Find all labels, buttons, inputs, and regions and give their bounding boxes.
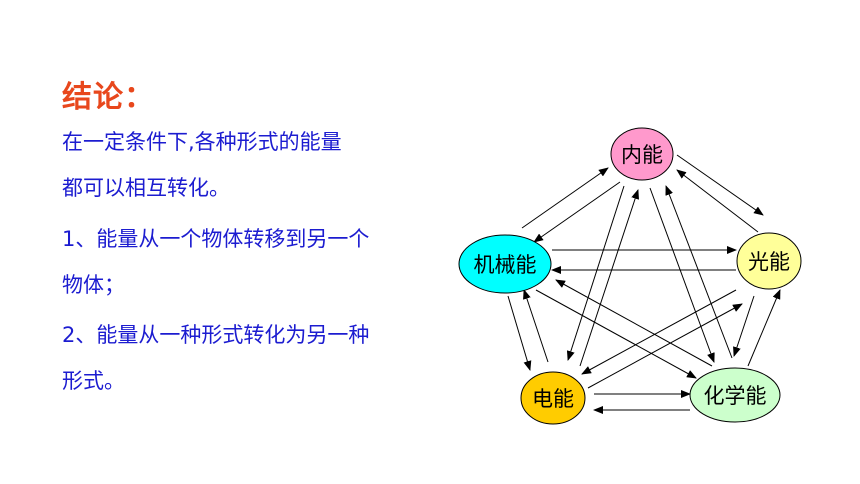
node-electric: 电能: [520, 371, 586, 425]
arrow-light-to-internal: [676, 169, 759, 233]
paragraph-line-6: 形式。: [62, 369, 125, 393]
paragraph-line-1: 在一定条件下,各种形式的能量: [62, 130, 342, 154]
arrow-chemical-to-internal: [665, 185, 733, 359]
node-electric-shape: [520, 371, 586, 425]
paragraph-line-3: 1、能量从一个物体转移到另一个: [62, 227, 370, 251]
node-mechanical: 机械能: [458, 234, 552, 294]
arrow-mechanical-to-internal: [521, 167, 609, 229]
conclusion-heading: 结论：: [62, 80, 155, 115]
arrow-chemical-to-mechanical: [555, 279, 713, 367]
arrow-mechanical-to-electric: [507, 295, 532, 371]
paragraph-line-5: 2、能量从一种形式转化为另一种: [62, 323, 370, 347]
node-internal-label: 内能: [621, 143, 663, 167]
arrow-electric-to-mechanical: [523, 289, 549, 363]
node-light-label: 光能: [748, 250, 790, 274]
arrow-internal-to-chemical: [649, 187, 715, 363]
node-chemical-label: 化学能: [704, 384, 767, 408]
node-light-shape: [736, 232, 802, 290]
arrow-internal-to-mechanical: [533, 181, 621, 243]
node-mechanical-shape: [458, 234, 552, 294]
node-light: 光能: [736, 232, 802, 290]
arrow-electric-to-light: [587, 303, 743, 389]
node-electric-label: 电能: [532, 387, 574, 411]
conversion-arrows: [507, 154, 781, 414]
node-internal-shape: [610, 127, 674, 181]
node-chemical-shape: [689, 367, 781, 423]
node-chemical: 化学能: [689, 367, 781, 423]
arrow-internal-to-electric: [566, 185, 625, 361]
paragraph-line-2: 都可以相互转化。: [62, 176, 230, 200]
arrow-electric-to-internal: [579, 189, 639, 367]
arrow-mechanical-to-chemical: [535, 289, 697, 379]
arrow-internal-to-light: [676, 154, 764, 216]
arrow-light-to-electric: [581, 289, 737, 375]
arrow-chemical-to-light: [747, 289, 781, 367]
node-mechanical-label: 机械能: [474, 253, 537, 277]
arrow-light-to-chemical: [733, 295, 755, 357]
paragraph-line-4: 物体；: [62, 273, 125, 297]
node-internal: 内能: [610, 127, 674, 181]
